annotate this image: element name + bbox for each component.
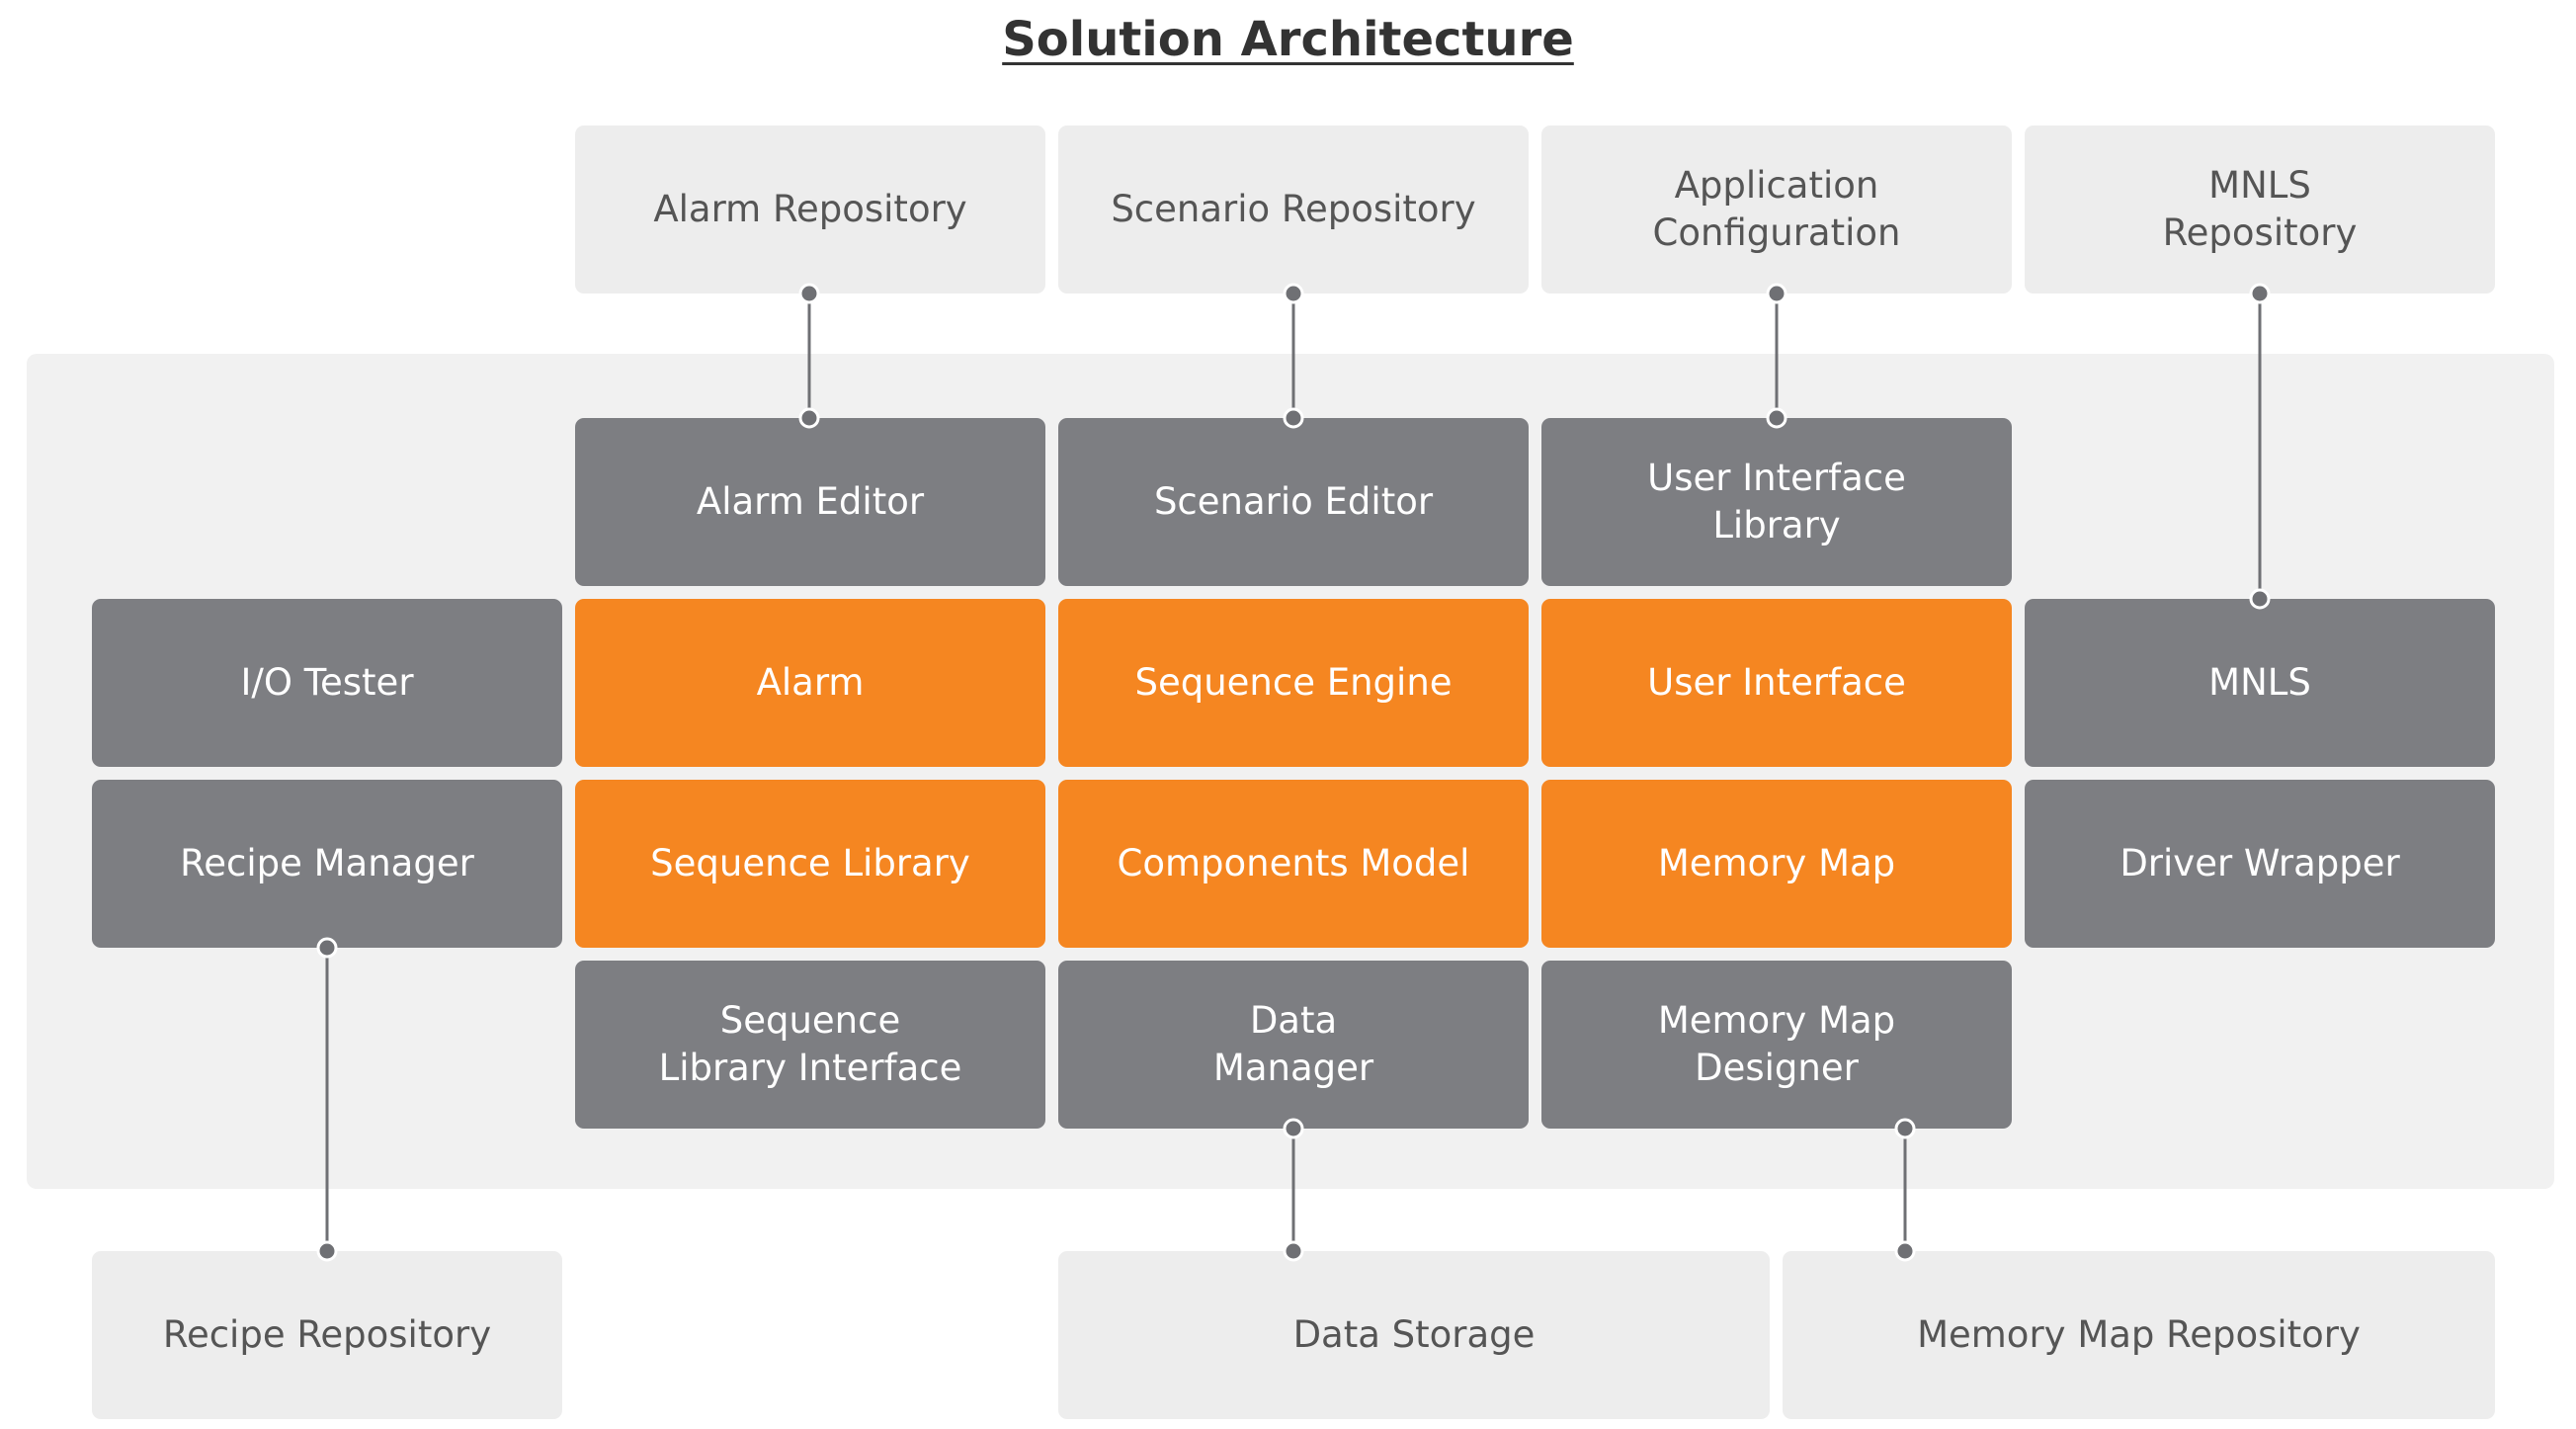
memory-map-box: Memory Map [1541, 780, 2012, 948]
mnls-box: MNLS [2025, 599, 2495, 767]
connector-data-manager-storage [1283, 1118, 1304, 1262]
connector-mnls-repository-mnls [2249, 283, 2271, 610]
connector-scenario-repository-editor [1283, 283, 1304, 429]
connector-application-configuration-ui-library [1766, 283, 1787, 429]
memory-map-designer-box: Memory Map Designer [1541, 961, 2012, 1129]
sequence-library-box: Sequence Library [575, 780, 1045, 948]
diagram-title: Solution Architecture [1002, 12, 1574, 67]
alarm-repository-box: Alarm Repository [575, 126, 1045, 294]
memory-map-repository-box: Memory Map Repository [1783, 1251, 2495, 1419]
recipe-repository-box: Recipe Repository [92, 1251, 562, 1419]
connector-alarm-repository-editor [798, 283, 820, 429]
data-storage-box: Data Storage [1058, 1251, 1770, 1419]
connector-recipe-manager-repository [316, 937, 338, 1262]
driver-wrapper-box: Driver Wrapper [2025, 780, 2495, 948]
mnls-repository-box: MNLS Repository [2025, 126, 2495, 294]
application-configuration-box: Application Configuration [1541, 126, 2012, 294]
recipe-manager-box: Recipe Manager [92, 780, 562, 948]
alarm-box: Alarm [575, 599, 1045, 767]
components-model-box: Components Model [1058, 780, 1529, 948]
user-interface-library-box: User Interface Library [1541, 418, 2012, 586]
connector-memory-map-designer-repository [1894, 1118, 1916, 1262]
io-tester-box: I/O Tester [92, 599, 562, 767]
data-manager-box: Data Manager [1058, 961, 1529, 1129]
sequence-engine-box: Sequence Engine [1058, 599, 1529, 767]
scenario-repository-box: Scenario Repository [1058, 126, 1529, 294]
user-interface-box: User Interface [1541, 599, 2012, 767]
sequence-library-interface-box: Sequence Library Interface [575, 961, 1045, 1129]
scenario-editor-box: Scenario Editor [1058, 418, 1529, 586]
alarm-editor-box: Alarm Editor [575, 418, 1045, 586]
